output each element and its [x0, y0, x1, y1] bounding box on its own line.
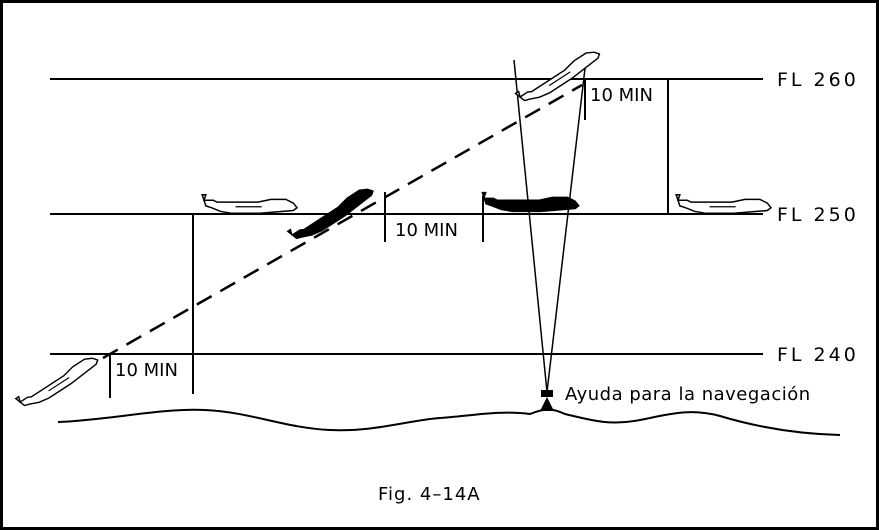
terrain — [57, 408, 841, 436]
nav-cone-left — [513, 59, 548, 393]
left-interval-label: 10 MIN — [115, 360, 178, 381]
nav-aid-triangle — [540, 397, 554, 411]
nav-aid-label: Ayuda para la navegación — [565, 384, 811, 405]
airplane-fl250-left-icon — [201, 193, 298, 215]
airplane-fl260-icon — [514, 42, 604, 110]
nav-aid-box — [541, 390, 553, 397]
fl250-label: FL 250 — [777, 204, 859, 226]
fl240-label: FL 240 — [777, 344, 859, 366]
climb-path — [102, 83, 583, 360]
nav-cone-right — [546, 59, 587, 393]
airplane-fl250-black-icon — [481, 191, 580, 213]
middle-interval-label: 10 MIN — [395, 220, 458, 241]
figure-caption: Fig. 4–14A — [378, 484, 481, 505]
fl260-label: FL 260 — [777, 69, 859, 91]
airplane-fl250-right-icon — [675, 193, 772, 215]
airplane-climbing-low-icon — [15, 348, 102, 415]
right-interval-label: 10 MIN — [590, 85, 653, 106]
